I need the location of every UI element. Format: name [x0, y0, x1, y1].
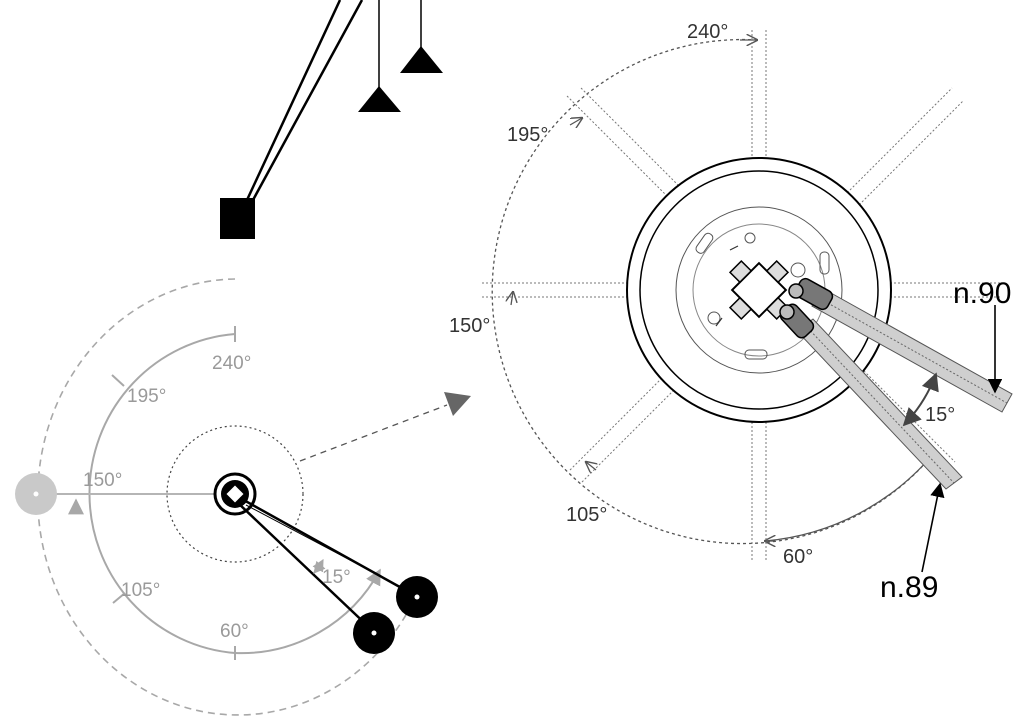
suspension-wire: [245, 0, 342, 201]
angle-label-60: 60°: [220, 621, 249, 642]
callout-label-n89: n.89: [880, 571, 938, 604]
suspension-wire: [251, 0, 364, 201]
arm-joint: [779, 304, 795, 320]
mounting-slot: [695, 232, 714, 254]
angle-label-195: 195°: [127, 386, 166, 407]
arm-lower: [237, 502, 374, 632]
gap-angle-arc: [312, 558, 326, 574]
detail-plan: 240° 195° 150° 105° 60° 15° n.90 n.89: [449, 21, 1013, 604]
detail-angle-label-240: 240°: [687, 21, 728, 43]
mounting-plate: [675, 206, 843, 374]
mounting-slot: [819, 251, 830, 275]
angle-arc-detail: [491, 38, 936, 545]
screw-hole: [744, 232, 756, 244]
arm-joint: [788, 283, 804, 299]
gap-angle-label: 15°: [322, 567, 351, 588]
overview-plan: 240° 195° 150° 105° 60° 15°: [15, 278, 438, 716]
tick-mark: [111, 374, 125, 387]
connector-block: [728, 259, 790, 321]
detail-angle-label-150: 150°: [449, 315, 490, 337]
angle-label-105: 105°: [121, 580, 160, 601]
angle-arc-detail: [764, 451, 936, 542]
gap-angle-arc-detail: [902, 372, 939, 427]
inner-dotted-circle: [166, 425, 304, 563]
arm-upper-edge: [245, 504, 421, 598]
zoom-connector: [299, 404, 448, 462]
mounting-slot: [744, 349, 768, 360]
pendant-shade: [400, 46, 443, 73]
ceiling-box: [220, 198, 255, 239]
angle-label-150: 150°: [83, 470, 122, 491]
lamp-center-dot: [414, 594, 420, 600]
arc-arrow-105: [586, 462, 596, 470]
tick-mark: [112, 592, 126, 604]
callout-arrow-lower: [921, 482, 945, 573]
rosette-inner-ring: [639, 170, 879, 410]
arc-arrow-150: [511, 292, 513, 306]
screw-hole: [790, 262, 806, 278]
pendant-lamp-illustration: [220, 0, 443, 239]
zoom-arrow-head: [444, 392, 471, 416]
lamp-center-dot: [33, 491, 39, 497]
pendant-shade: [358, 86, 401, 112]
angle-label-240: 240°: [212, 353, 251, 374]
detail-gap-angle-label: 15°: [925, 404, 955, 426]
detail-angle-label-60: 60°: [783, 546, 813, 568]
detail-angle-label-195: 195°: [507, 124, 548, 146]
detail-angle-label-105: 105°: [566, 504, 607, 526]
outer-dashed-arc: [36, 278, 415, 716]
canopy-mount: [226, 485, 244, 503]
angle-arc: [234, 568, 381, 655]
screw-hole: [707, 311, 721, 325]
callout-label-n90: n.90: [953, 277, 1011, 310]
arc-arrow-195: [569, 118, 582, 125]
lamp-center-dot: [371, 630, 377, 636]
